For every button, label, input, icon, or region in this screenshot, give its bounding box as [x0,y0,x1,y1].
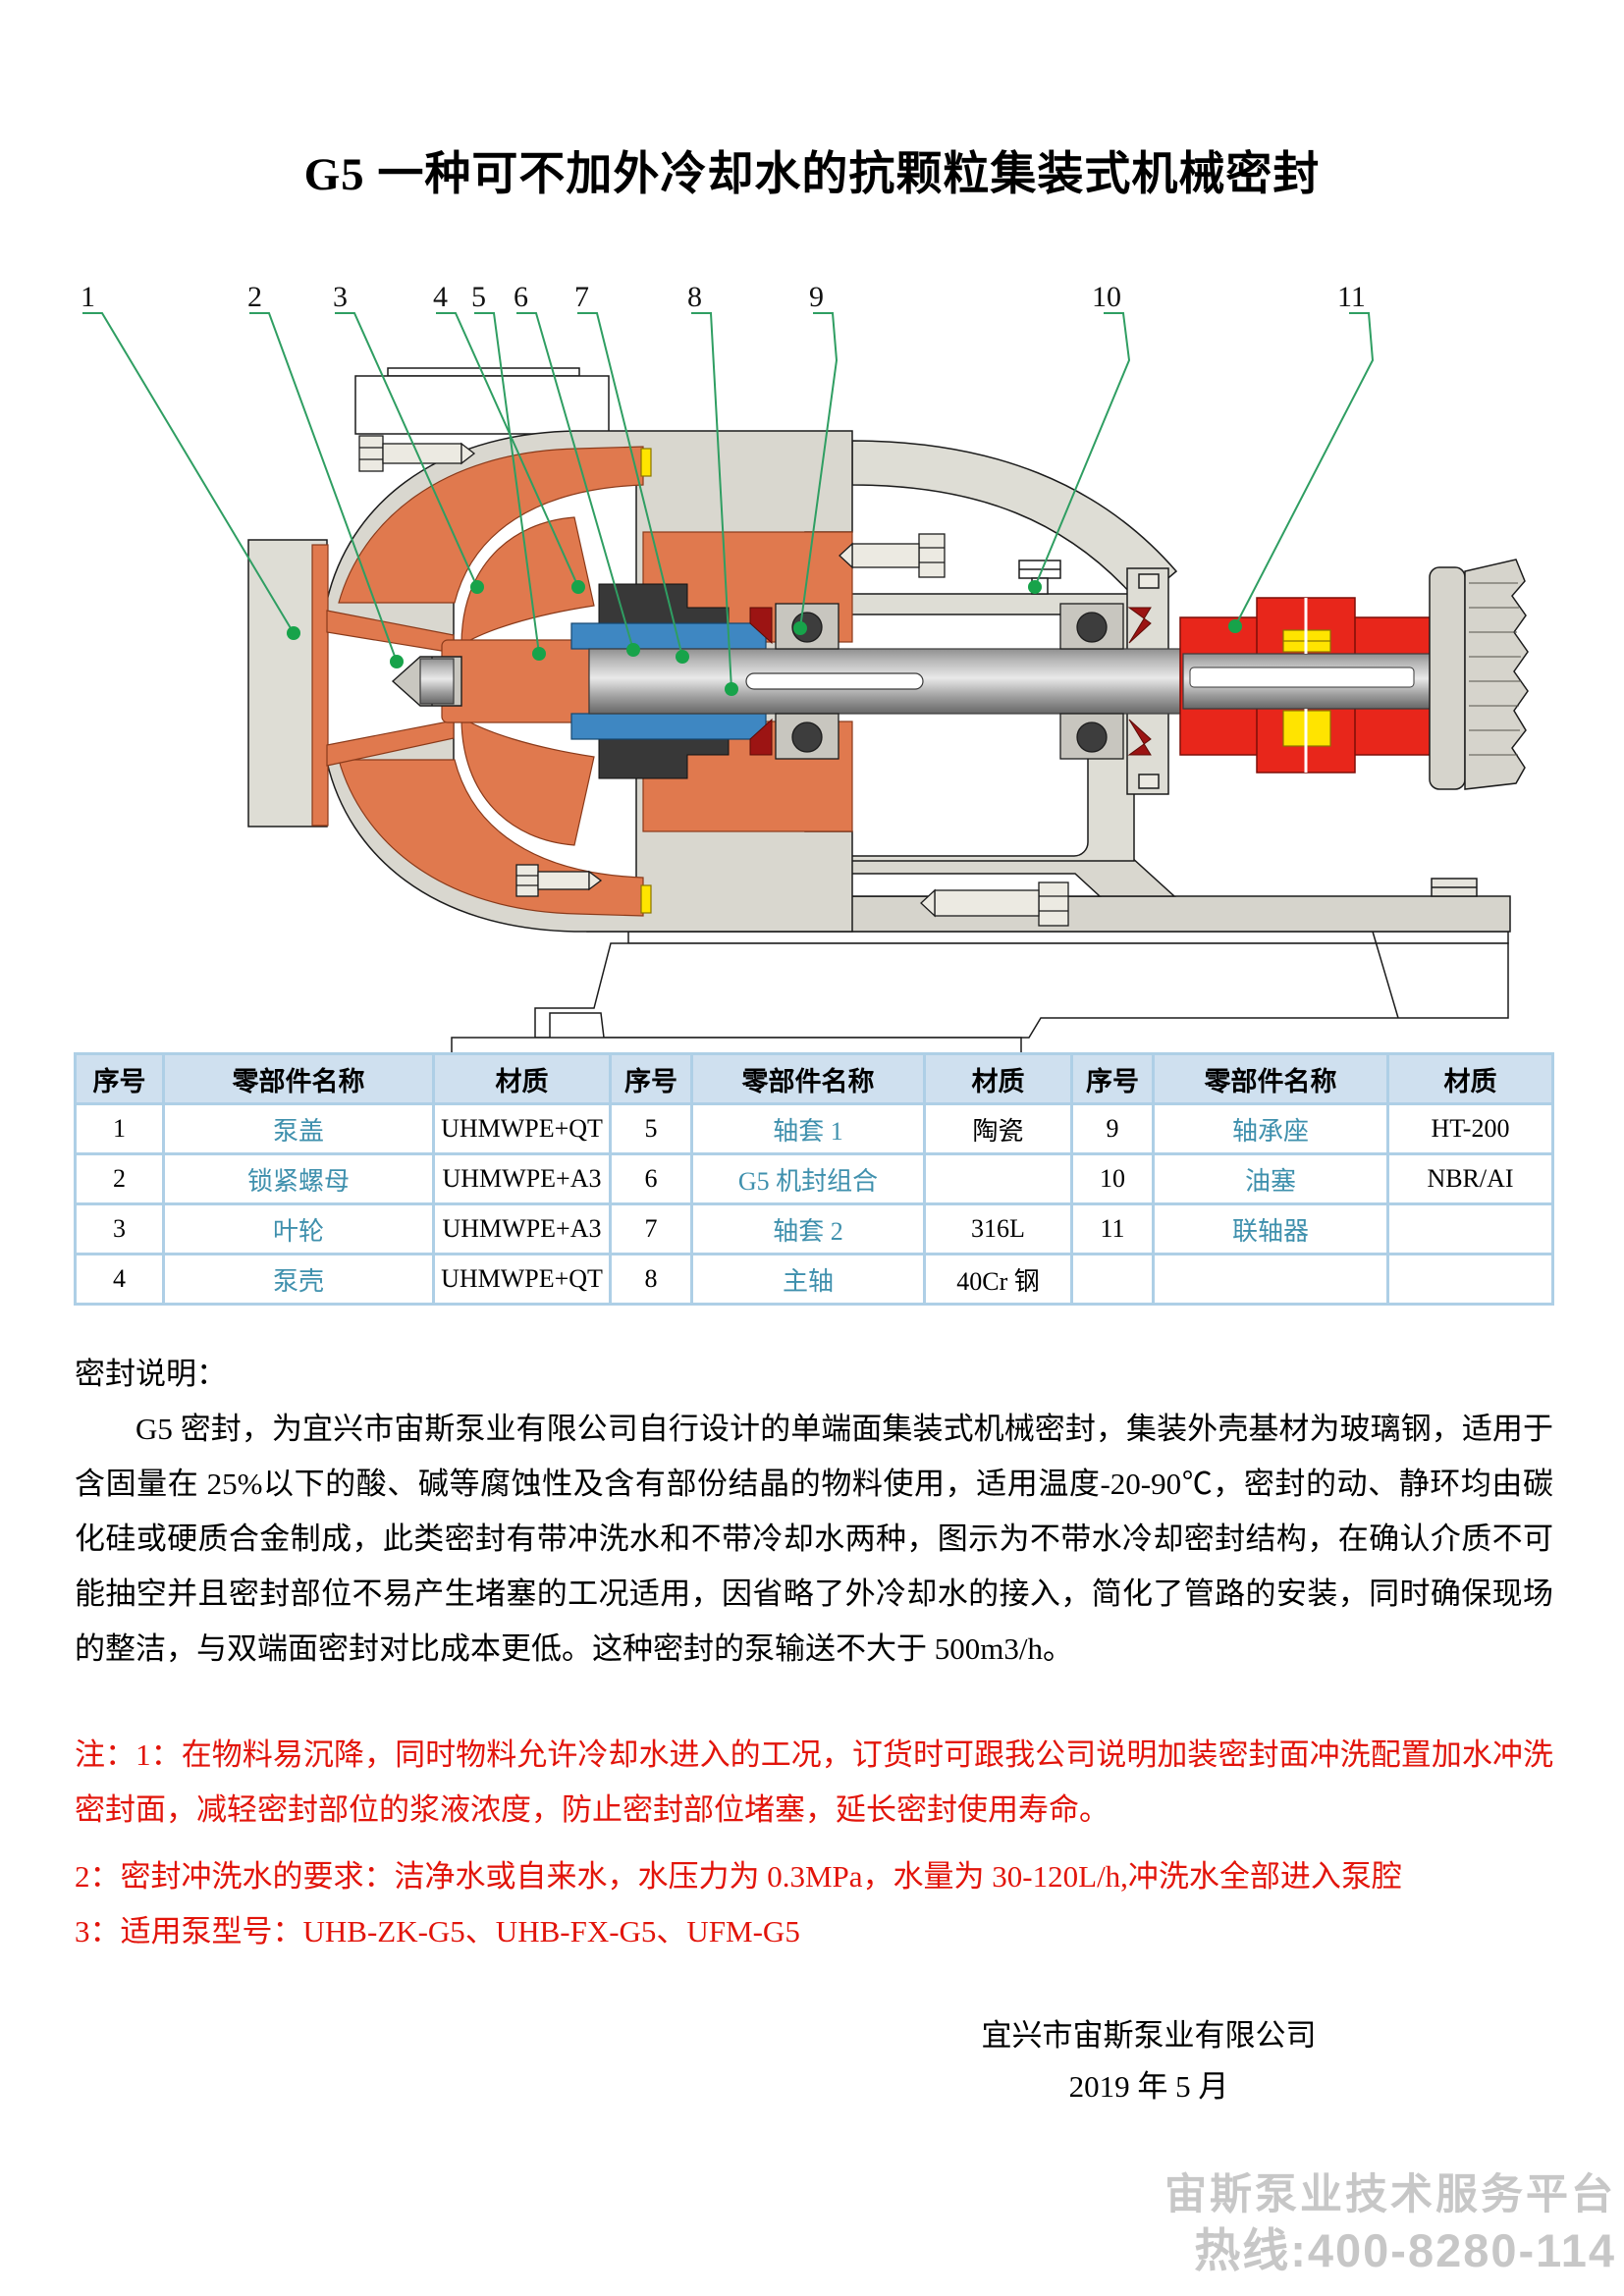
seal-notes-heading: 密封说明： [75,1357,227,1391]
keyway-slot [745,672,924,690]
part-material: 陶瓷 [923,1102,1073,1155]
red-note-3: 3：适用泵型号：UHB-ZK-G5、UHB-FX-G5、UFM-G5 [75,1914,800,1949]
part-name: 轴承座 [1152,1102,1389,1155]
col-header: 零部件名称 [690,1052,926,1105]
callout-2: 2 [247,287,262,313]
callout-10: 10 [1092,287,1121,313]
callout-9: 9 [809,287,824,313]
part-no: 6 [609,1152,693,1205]
callout-4: 4 [433,287,448,313]
callout-6: 6 [514,287,528,313]
part-no [1070,1253,1155,1306]
part-material [1386,1253,1554,1306]
part-material: UHMWPE+A3 [432,1152,612,1205]
part-no: 8 [609,1253,693,1306]
part-material: UHMWPE+QT [432,1253,612,1306]
part-no: 2 [74,1152,165,1205]
col-header: 材质 [923,1052,1073,1105]
red-note-2: 2：密封冲洗水的要求：洁净水或自来水，水压力为 0.3MPa，水量为 30-12… [75,1859,1402,1894]
callout-leaders [82,312,1375,690]
part-name [1152,1253,1389,1306]
table-row: 2 锁紧螺母 UHMWPE+A3 6 G5 机封组合 10 油塞 NBR/AI [74,1152,1554,1205]
table-row: 1 泵盖 UHMWPE+QT 5 轴套 1 陶瓷 9 轴承座 HT-200 [74,1102,1554,1155]
watermark-line-2: 热线:400-8280-114 [1194,2224,1616,2276]
part-no: 11 [1070,1202,1155,1255]
part-material: NBR/AI [1386,1152,1554,1205]
callout-1: 1 [81,287,95,313]
callout-5: 5 [471,287,486,313]
table-row: 4 泵壳 UHMWPE+QT 8 主轴 40Cr 钢 [74,1253,1554,1306]
callout-3: 3 [333,287,348,313]
part-material: UHMWPE+A3 [432,1202,612,1255]
part-no: 7 [609,1202,693,1255]
part-name: 叶轮 [162,1202,435,1255]
part-name: 油塞 [1152,1152,1389,1205]
watermark: 宙斯泵业技术服务平台 热线:400-8280-114 [1164,2167,1616,2279]
seal-description-paragraph: G5 密封，为宜兴市宙斯泵业有限公司自行设计的单端面集装式机械密封，集装外壳基材… [75,1412,1553,1666]
part-material: 316L [923,1202,1073,1255]
part-name: 主轴 [690,1253,926,1306]
part-material [923,1152,1073,1205]
company-name: 宜兴市宙斯泵业有限公司 [981,2018,1317,2053]
part-name: 泵壳 [162,1253,435,1306]
shaft-lip-seal [749,607,1152,756]
parts-table: 序号 零部件名称 材质 序号 零部件名称 材质 序号 零部件名称 材质 1 泵盖… [74,1052,1554,1306]
callout-11: 11 [1337,287,1366,313]
callout-8: 8 [687,287,702,313]
col-header: 零部件名称 [162,1052,435,1105]
pump-cross-section-diagram: 1 2 3 4 5 6 7 8 9 10 11 [81,287,1529,1062]
part-name: 锁紧螺母 [162,1152,435,1205]
page-title: G5 一种可不加外冷却水的抗颗粒集装式机械密封 [303,149,1321,200]
part-name: 轴套 1 [690,1102,926,1155]
col-header: 序号 [609,1052,693,1105]
document-date: 2019 年 5 月 [1068,2069,1229,2104]
top-mounting-plate [354,367,610,435]
table-row: 3 叶轮 UHMWPE+A3 7 轴套 2 316L 11 联轴器 [74,1202,1554,1255]
part-no: 4 [74,1253,165,1306]
col-header: 材质 [1386,1052,1554,1105]
casing-bolt-icon [358,435,1069,927]
part-material: HT-200 [1386,1102,1554,1155]
callout-dots [287,580,1242,696]
part-no: 3 [74,1202,165,1255]
part-name: 泵盖 [162,1102,435,1155]
shaft-sleeve [570,622,767,740]
watermark-line-1: 宙斯泵业技术服务平台 [1164,2171,1616,2218]
part-material: UHMWPE+QT [432,1102,612,1155]
coupling-shaft [1182,653,1437,710]
col-header: 零部件名称 [1152,1052,1389,1105]
part-material [1386,1202,1554,1255]
bearing [775,603,1124,760]
red-note-1: 注：1：在物料易沉降，同时物料允许冷却水进入的工况，订货时可跟我公司说明加装密封… [75,1737,1553,1827]
gear-coupling [1429,559,1529,790]
signature-block: 宜兴市宙斯泵业有限公司 2019 年 5 月 [805,2010,1492,2112]
part-no: 10 [1070,1152,1155,1205]
callout-7: 7 [574,287,589,313]
col-header: 材质 [432,1052,612,1105]
part-no: 1 [74,1102,165,1155]
part-no: 9 [1070,1102,1155,1155]
part-name: 轴套 2 [690,1202,926,1255]
col-header: 序号 [74,1052,165,1105]
part-no: 5 [609,1102,693,1155]
part-name: 联轴器 [1152,1202,1389,1255]
part-material: 40Cr 钢 [923,1253,1073,1306]
part-name: G5 机封组合 [690,1152,926,1205]
table-header-row: 序号 零部件名称 材质 序号 零部件名称 材质 序号 零部件名称 材质 [74,1052,1554,1105]
col-header: 序号 [1070,1052,1155,1105]
callout-numbers: 1 2 3 4 5 6 7 8 9 10 11 [81,287,1366,313]
